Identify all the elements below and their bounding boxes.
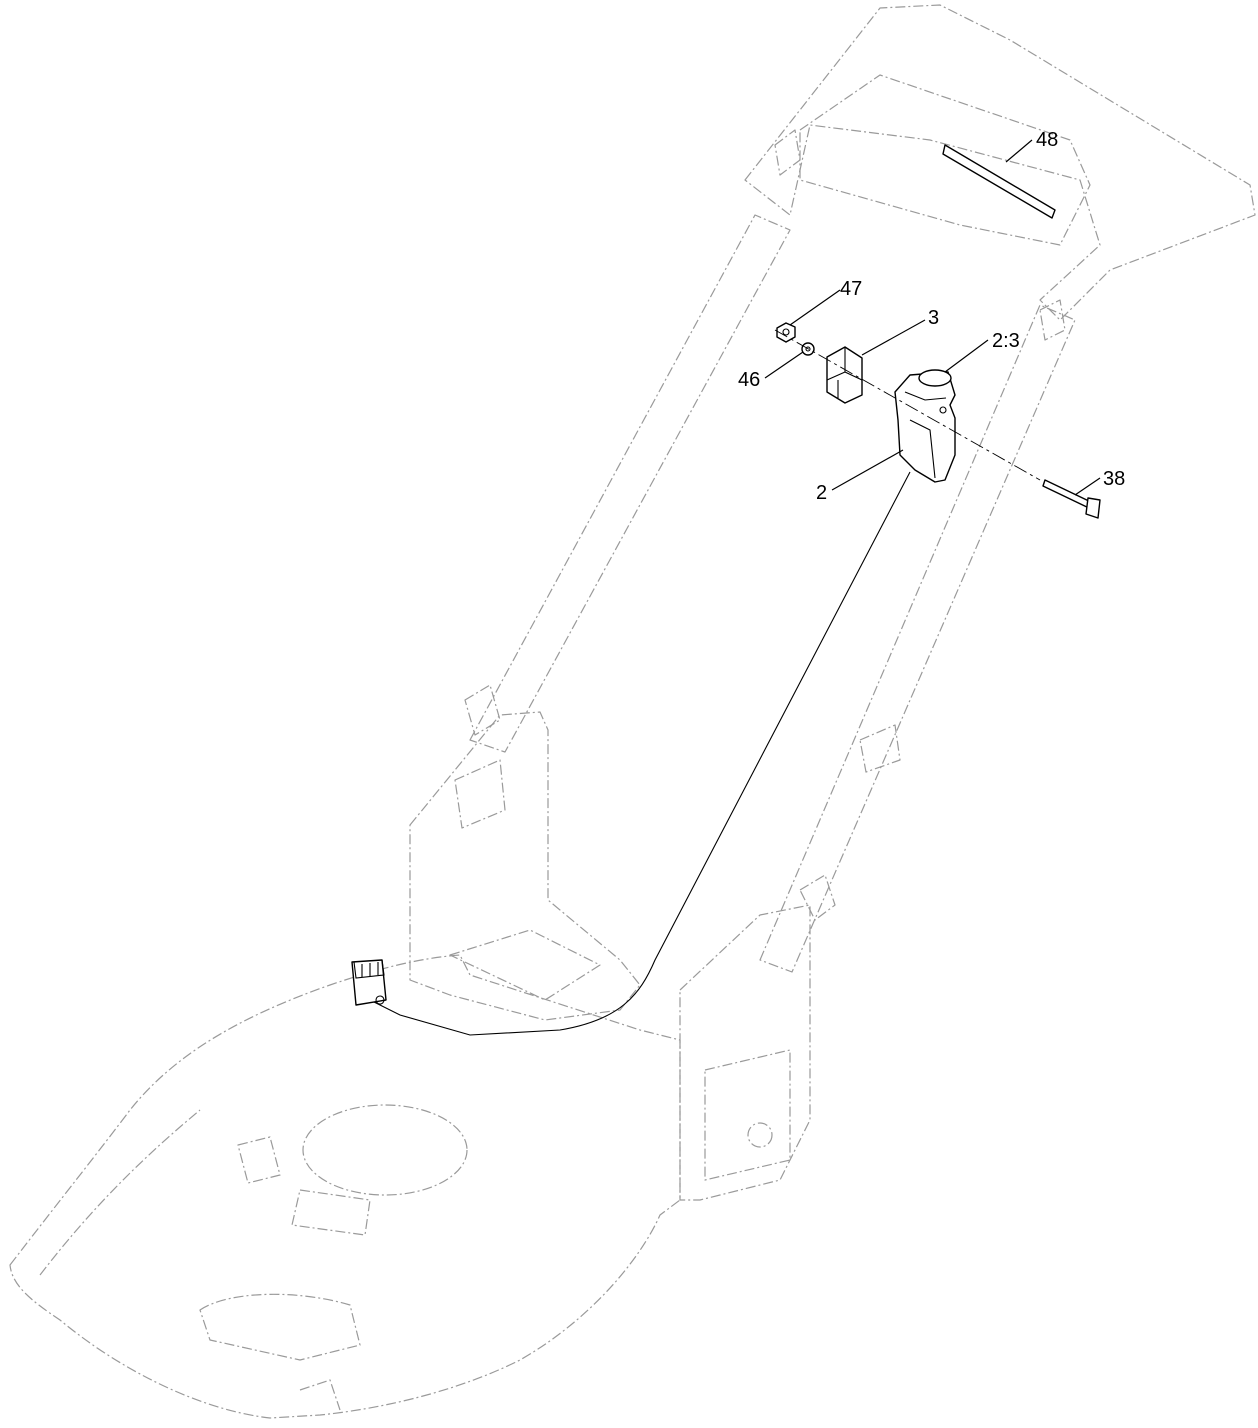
leader-38 xyxy=(1074,477,1101,496)
leader-47 xyxy=(789,289,841,326)
leader-2-3 xyxy=(944,339,989,373)
rear-bracket-ghost xyxy=(409,684,836,1201)
callout-46: 46 xyxy=(738,369,760,391)
assembly-axis xyxy=(774,329,1041,481)
callout-3: 3 xyxy=(928,307,939,329)
leader-3 xyxy=(861,319,926,356)
leader-2 xyxy=(831,449,904,491)
control-housing-2 xyxy=(894,369,956,483)
callout-2-3: 2:3 xyxy=(992,330,1020,352)
clip-3 xyxy=(826,346,863,404)
callout-2: 2 xyxy=(816,482,827,504)
control-cable xyxy=(369,471,911,1036)
leader-46 xyxy=(764,351,804,379)
mower-deck-ghost xyxy=(9,954,681,1419)
cable-connector xyxy=(351,959,387,1006)
leader-48 xyxy=(1005,139,1033,163)
bolt-38 xyxy=(1042,479,1101,519)
handle-ghost xyxy=(469,4,1256,973)
decal-48 xyxy=(942,144,1056,219)
callout-38: 38 xyxy=(1103,468,1125,490)
nut-47 xyxy=(776,322,796,343)
callout-48: 48 xyxy=(1036,129,1058,151)
callout-47: 47 xyxy=(840,278,862,300)
